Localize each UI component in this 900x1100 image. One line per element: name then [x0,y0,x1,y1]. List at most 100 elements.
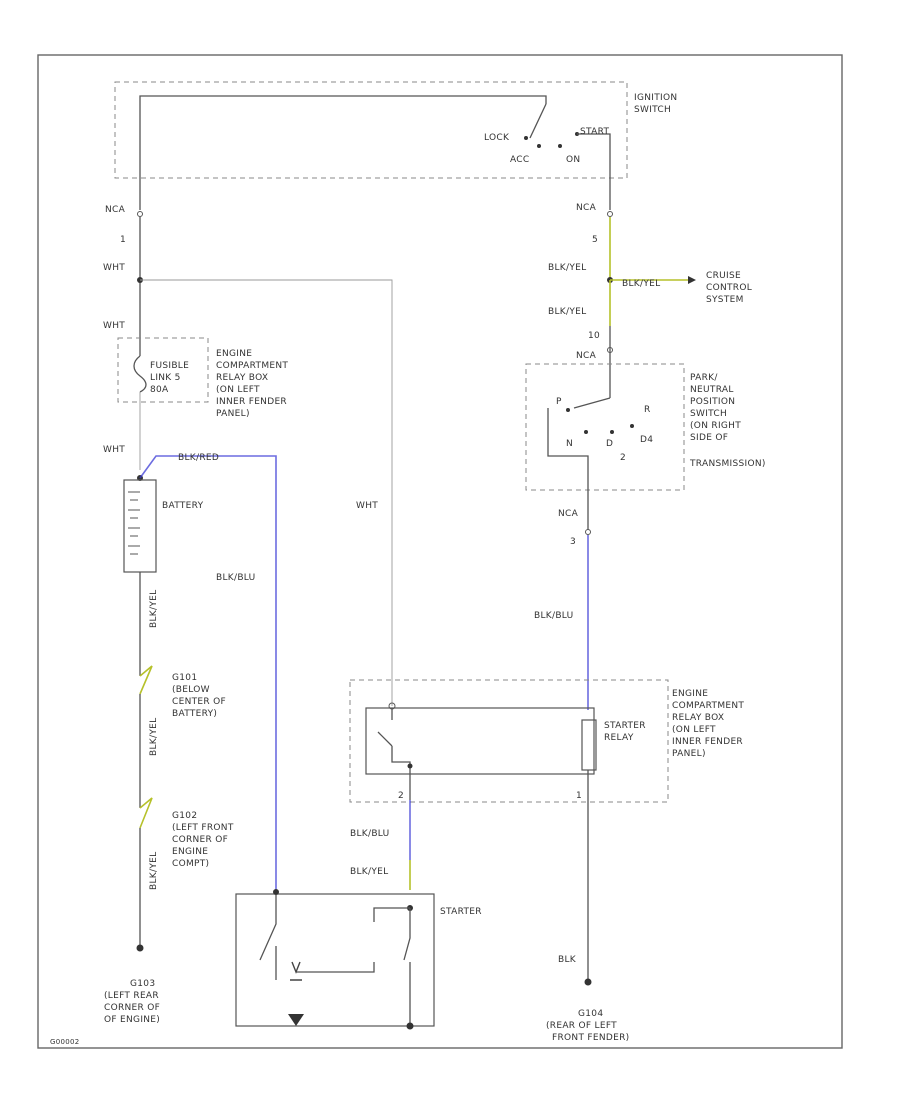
pn-contact-wire [547,408,589,530]
g102-label: G102 (LEFT FRONT CORNER OF ENGINE COMPT) [172,811,234,869]
label-pin-5: 5 [592,235,598,245]
starter-motor-link [296,962,375,973]
label-on: ON [566,155,580,165]
svg-text:CONTROL: CONTROL [706,283,752,293]
ignition-switch-label: IGNITION SWITCH [634,93,677,115]
label-pin-3: 3 [570,537,576,547]
pn-contact-p [566,408,570,412]
g104-label: G104 (REAR OF LEFT FRONT FENDER) [546,1009,629,1043]
svg-text:INNER FENDER: INNER FENDER [672,737,743,747]
label-blk-blu-left: BLK/BLU [216,573,256,583]
svg-text:G102: G102 [172,811,197,821]
label-pn-d4: D4 [640,435,653,445]
starter-symbol [235,893,435,1027]
ignition-switch-blade [529,103,547,139]
svg-text:G104: G104 [578,1009,603,1019]
label-blk-yel-left-2: BLK/YEL [149,718,159,756]
svg-text:PARK/: PARK/ [690,373,718,383]
label-nca-mid-right: NCA [576,351,597,361]
svg-text:G103: G103 [130,979,155,989]
svg-text:CENTER OF: CENTER OF [172,697,226,707]
label-pn-n: N [566,439,573,449]
svg-text:IGNITION: IGNITION [634,93,677,103]
battery-symbol [123,479,157,573]
label-blk-yel-center: BLK/YEL [350,867,388,877]
ignition-wire-top [139,95,547,210]
starter-ground-dot [406,1022,414,1030]
figure-code: G00002 [50,1038,80,1046]
label-battery: BATTERY [162,501,204,511]
svg-text:(ON LEFT: (ON LEFT [216,385,260,395]
svg-text:(BELOW: (BELOW [172,685,210,695]
svg-text:(LEFT REAR: (LEFT REAR [104,991,159,1001]
label-blk-yel-left-1: BLK/YEL [149,590,159,628]
svg-text:80A: 80A [150,385,169,395]
svg-text:(ON LEFT: (ON LEFT [672,725,716,735]
label-pin-10: 10 [588,331,600,341]
svg-text:STARTER: STARTER [604,721,646,731]
label-lock: LOCK [484,133,510,143]
svg-text:INNER FENDER: INNER FENDER [216,397,287,407]
connector-top-left [137,211,143,217]
pn-contact-d [610,430,614,434]
connector-low-right [585,529,591,535]
label-blk-yel-left-3: BLK/YEL [149,852,159,890]
svg-text:G101: G101 [172,673,197,683]
svg-text:CRUISE: CRUISE [706,271,741,281]
label-blk-blu-right: BLK/BLU [534,611,574,621]
svg-text:PANEL): PANEL) [672,749,706,759]
svg-text:COMPARTMENT: COMPARTMENT [216,361,288,371]
svg-text:(LEFT FRONT: (LEFT FRONT [172,823,234,833]
label-blk-yel-r1: BLK/YEL [548,263,586,273]
starter-motor-symbol [290,961,302,981]
label-wht-1: WHT [103,263,125,273]
starter-relay-symbol [365,707,595,775]
label-blk-red-top: BLK/RED [178,453,219,463]
label-blk: BLK [558,955,577,965]
battery-cable-to-starter [139,455,277,890]
g103-label: G103 (LEFT REAR CORNER OF OF ENGINE) [104,979,160,1025]
starter-ground-symbol [288,1014,304,1026]
label-blk-yel-r2: BLK/YEL [548,307,586,317]
diagram-frame [37,54,843,1049]
svg-text:PANEL): PANEL) [216,409,250,419]
label-nca-top-left: NCA [105,205,126,215]
label-wht-2: WHT [103,321,125,331]
ground-g102-symbol [139,797,153,829]
label-nca-top-right: NCA [576,203,597,213]
label-pin-1b: 1 [576,791,582,801]
label-blk-yel-bus: BLK/YEL [622,279,660,289]
pn-switch-blade [573,397,611,409]
ignition-contact-acc [537,144,541,148]
svg-text:ENGINE: ENGINE [672,689,708,699]
ignition-contact-lock [524,136,528,140]
fusible-link-label: FUSIBLE LINK 5 80A [150,361,189,395]
svg-text:LINK 5: LINK 5 [150,373,181,383]
connector-mid-right [607,347,613,353]
connector-top-right [607,211,613,217]
relay-coil [581,719,597,771]
svg-text:(ON RIGHT: (ON RIGHT [690,421,741,431]
svg-text:RELAY BOX: RELAY BOX [216,373,268,383]
svg-text:FUSIBLE: FUSIBLE [150,361,189,371]
label-nca-low-right: NCA [558,509,579,519]
svg-text:SWITCH: SWITCH [690,409,727,419]
label-pn-r: R [644,405,651,415]
svg-text:SIDE OF: SIDE OF [690,433,728,443]
g101-label: G101 (BELOW CENTER OF BATTERY) [172,673,226,719]
label-wht-3: WHT [103,445,125,455]
park-neutral-switch-label: PARK/ NEUTRAL POSITION SWITCH (ON RIGHT … [689,373,765,469]
fusible-link-symbol [133,355,147,393]
starter-terminal-b [273,889,279,895]
label-pin-1: 1 [120,235,126,245]
wht-wire-to-relay [140,279,393,706]
svg-text:COMPARTMENT: COMPARTMENT [672,701,744,711]
label-pin-2: 2 [398,791,404,801]
starter-solenoid-switch [259,895,277,980]
pn-contact-d4 [630,424,634,428]
ignition-switch-box [114,81,628,179]
cruise-arrow [688,276,696,284]
svg-text:BATTERY): BATTERY) [172,709,217,719]
label-pn-2: 2 [620,453,626,463]
